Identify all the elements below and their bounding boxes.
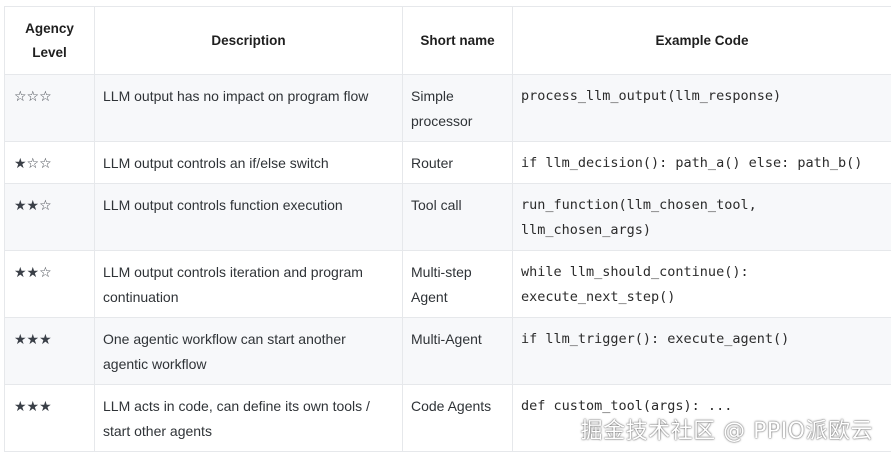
agency-table-container: Agency Level Description Short name Exam…: [4, 6, 891, 452]
row-short-name: Multi-step Agent: [402, 250, 513, 318]
agency-stars: ★☆☆: [4, 141, 95, 184]
table-row: ★★☆ LLM output controls iteration and pr…: [4, 250, 891, 318]
row-description: One agentic workflow can start another a…: [94, 317, 403, 385]
agency-stars: ☆☆☆: [4, 74, 95, 142]
row-description: LLM output has no impact on program flow: [94, 74, 403, 142]
table-row: ★★★ One agentic workflow can start anoth…: [4, 317, 891, 385]
row-description: LLM acts in code, can define its own too…: [94, 384, 403, 452]
row-description: LLM output controls iteration and progra…: [94, 250, 403, 318]
agency-stars: ★★☆: [4, 250, 95, 318]
row-short-name: Simple processor: [402, 74, 513, 142]
row-example-code: if llm_decision(): path_a() else: path_b…: [512, 141, 891, 184]
row-example-code: if llm_trigger(): execute_agent(): [512, 317, 891, 385]
row-short-name: Router: [402, 141, 513, 184]
agency-stars: ★★☆: [4, 183, 95, 251]
table-row: ☆☆☆ LLM output has no impact on program …: [4, 74, 891, 142]
row-short-name: Multi-Agent: [402, 317, 513, 385]
header-example-code: Example Code: [512, 6, 891, 75]
header-description: Description: [94, 6, 403, 75]
row-example-code: process_llm_output(llm_response): [512, 74, 891, 142]
row-example-code: run_function(llm_chosen_tool, llm_chosen…: [512, 183, 891, 251]
row-short-name: Tool call: [402, 183, 513, 251]
row-description: LLM output controls function execution: [94, 183, 403, 251]
row-short-name: Code Agents: [402, 384, 513, 452]
table-row: ★☆☆ LLM output controls an if/else switc…: [4, 141, 891, 184]
watermark: 掘金技术社区 @ PPIO派欧云: [580, 419, 873, 444]
row-description: LLM output controls an if/else switch: [94, 141, 403, 184]
row-example-code: while llm_should_continue(): execute_nex…: [512, 250, 891, 318]
agency-levels-table: Agency Level Description Short name Exam…: [4, 6, 891, 452]
table-row: ★★★ LLM acts in code, can define its own…: [4, 384, 891, 452]
header-short-name: Short name: [402, 6, 513, 75]
agency-stars: ★★★: [4, 384, 95, 452]
agency-stars: ★★★: [4, 317, 95, 385]
header-agency-level: Agency Level: [4, 6, 95, 75]
table-header-row: Agency Level Description Short name Exam…: [4, 6, 891, 75]
table-row: ★★☆ LLM output controls function executi…: [4, 183, 891, 251]
row-example-code: def custom_tool(args): ...: [512, 384, 891, 452]
